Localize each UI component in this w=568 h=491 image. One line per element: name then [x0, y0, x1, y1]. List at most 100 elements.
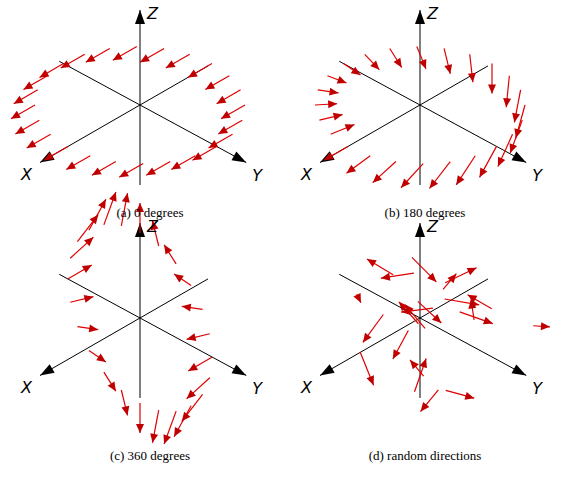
vector-cone	[113, 52, 123, 60]
vector-shaft	[373, 162, 396, 183]
vector-shaft	[174, 274, 191, 285]
vector-cone	[410, 360, 419, 369]
vector-cone	[421, 402, 430, 411]
vector-shaft	[510, 120, 522, 153]
axis-line	[59, 61, 246, 162]
vector-cone	[503, 98, 511, 107]
vector-cone	[86, 54, 96, 62]
vector-shaft	[193, 146, 217, 160]
vector-cone	[370, 60, 379, 69]
vector-shaft	[86, 48, 110, 62]
vector-cone	[366, 375, 373, 385]
axis-line	[59, 274, 246, 375]
vector-shaft	[166, 54, 190, 68]
vector-shaft	[23, 76, 47, 90]
vector-shaft	[188, 64, 212, 78]
vector-cone	[512, 113, 520, 123]
vector-cone	[333, 113, 343, 121]
vector-cone	[498, 157, 505, 167]
axis-line	[140, 223, 141, 398]
axis-line	[320, 66, 488, 163]
vector-cone	[84, 237, 93, 246]
axis-label: Z	[427, 217, 438, 236]
vector-cone	[82, 265, 92, 273]
vector-shaft	[393, 330, 408, 359]
vector-cone	[488, 85, 496, 94]
vector-cone	[467, 268, 477, 275]
vector-shaft	[221, 105, 245, 119]
vector-shaft	[456, 156, 475, 185]
vector-cone	[109, 192, 117, 202]
axis-label: Y	[252, 166, 262, 185]
vector-cone	[90, 215, 99, 225]
vector-shaft	[405, 305, 425, 329]
axis-label: X	[301, 378, 312, 397]
vector-cone	[429, 179, 438, 189]
vector-cone	[166, 60, 176, 68]
vector-cone	[480, 168, 488, 178]
vector-cone	[188, 363, 198, 371]
vector-cone	[367, 259, 377, 267]
axis-line	[320, 279, 488, 376]
vector-cone	[363, 333, 372, 343]
subfigure-caption: (c) 360 degrees	[110, 448, 190, 464]
axis-arrowhead	[512, 151, 527, 162]
vector-cone	[468, 73, 476, 82]
vector-cone	[405, 305, 414, 314]
axis-arrowhead	[320, 151, 335, 162]
vector-shaft	[89, 350, 106, 361]
vector-cone	[66, 162, 76, 170]
axis-label: X	[301, 165, 312, 184]
vector-shaft	[401, 164, 423, 188]
vector-cone	[205, 82, 215, 90]
vector-shaft	[11, 105, 35, 119]
vector-shaft	[14, 90, 38, 104]
vector-shaft	[15, 120, 39, 134]
vector-cone	[419, 59, 426, 69]
axis-line	[40, 66, 208, 163]
vector-shaft	[365, 54, 380, 69]
axis-arrowhead	[232, 364, 247, 375]
vector-shaft	[209, 134, 233, 148]
vector-cone	[122, 193, 130, 203]
vector-cone	[209, 140, 219, 148]
vector-shaft	[77, 215, 98, 242]
vector-cone	[401, 178, 410, 187]
axis-arrowhead	[40, 151, 55, 162]
axis-arrowhead	[232, 151, 247, 162]
vector-cone	[329, 88, 338, 96]
vector-cone	[121, 406, 129, 416]
axis-label: Z	[147, 4, 158, 23]
vector-cone	[98, 199, 106, 209]
vector-shaft	[390, 48, 402, 67]
vector-cone	[171, 162, 181, 170]
vector-shaft	[174, 406, 191, 437]
vector-shaft	[104, 192, 116, 225]
vector-cone	[514, 128, 522, 138]
axis-label: Y	[532, 166, 542, 185]
vector-shaft	[324, 146, 348, 160]
vector-shaft	[40, 64, 64, 78]
vector-shaft	[171, 156, 195, 170]
vector-shaft	[44, 146, 68, 160]
vector-cone	[150, 433, 158, 443]
vector-shaft	[113, 46, 137, 60]
vector-shaft	[205, 76, 229, 90]
vector-cone	[465, 392, 475, 400]
vector-cone	[140, 54, 150, 62]
vector-shaft	[468, 295, 492, 309]
vector-cone	[444, 64, 452, 74]
vector-shaft	[164, 411, 176, 444]
vector-shaft	[140, 48, 164, 62]
vector-cone	[188, 69, 198, 77]
vector-shaft	[27, 134, 51, 148]
vector-cone	[483, 317, 493, 325]
vector-cone	[468, 295, 478, 303]
vector-cone	[164, 245, 172, 255]
axis-line	[339, 61, 526, 162]
vector-shaft	[146, 162, 170, 176]
vector-shaft	[360, 352, 373, 385]
vector-cone	[119, 169, 129, 177]
axis-label: Z	[147, 217, 158, 236]
